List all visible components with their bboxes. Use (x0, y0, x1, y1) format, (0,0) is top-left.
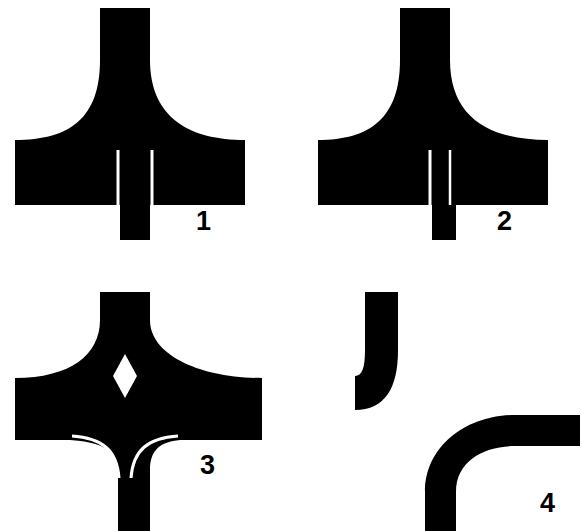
junction-3 (15, 292, 262, 531)
junction-4 (355, 292, 580, 531)
callout-number: 3 (200, 452, 215, 479)
junction-1 (15, 8, 245, 240)
junction-2 (318, 8, 548, 240)
callout-number: 4 (540, 490, 555, 517)
callout-number: 2 (497, 208, 512, 235)
callout-number: 1 (196, 208, 211, 235)
